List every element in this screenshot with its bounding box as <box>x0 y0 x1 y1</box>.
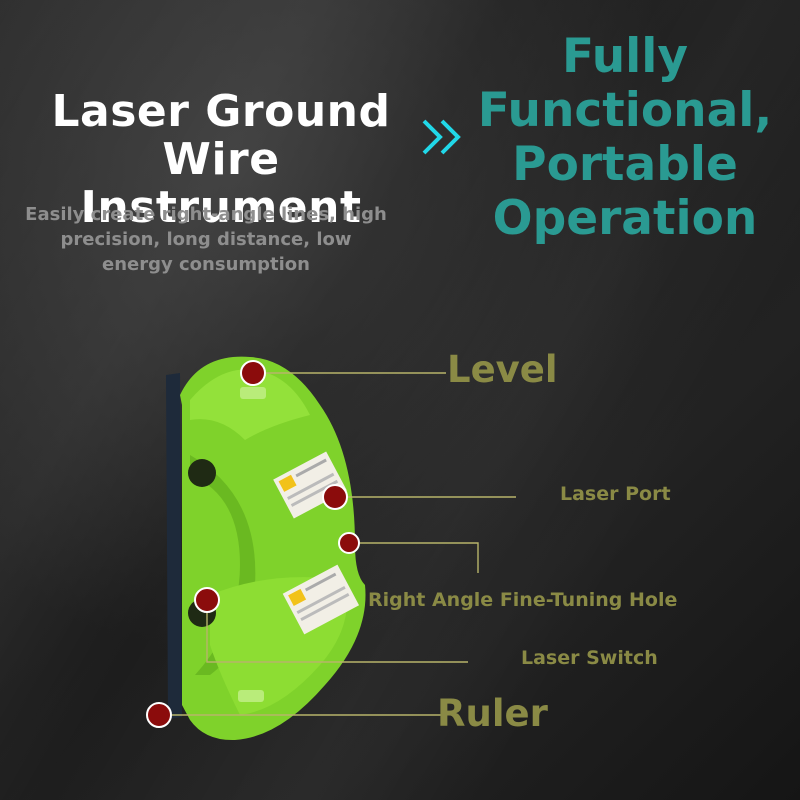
laser-instrument-device <box>166 356 366 741</box>
callout-level: Level <box>447 348 558 391</box>
product-title-line-1: Laser Ground <box>51 86 391 137</box>
callout-laser-port: Laser Port <box>560 483 671 505</box>
side-hole-bottom <box>188 599 216 627</box>
fine-tuning-hole <box>342 536 354 548</box>
product-description: Easily create right-angle lines, high pr… <box>10 202 402 277</box>
device-top-lobe <box>190 369 310 440</box>
level-window-bottom <box>238 690 264 702</box>
headline-line-2: Functional, <box>477 83 773 138</box>
side-hole-top <box>188 459 216 487</box>
product-title: Laser Ground Wire Instrument <box>16 88 426 232</box>
headline-line-1: Fully <box>561 29 689 84</box>
feature-headline: Fully Functional, Portable Operation <box>470 30 780 246</box>
description-line-1: Easily create right-angle lines, high <box>25 204 387 225</box>
headline-line-4: Operation <box>492 191 758 246</box>
description-line-2: precision, long distance, low <box>60 229 352 250</box>
description-line-3: energy consumption <box>102 254 310 275</box>
callout-fine-tuning-hole: Right Angle Fine-Tuning Hole <box>368 589 678 611</box>
callout-ruler: Ruler <box>437 692 548 735</box>
level-window-top <box>240 387 266 399</box>
ruler-edge <box>166 373 182 719</box>
headline-line-3: Portable <box>512 137 738 192</box>
product-title-line-2: Wire Instrument <box>80 134 362 233</box>
double-chevron-right-icon <box>422 119 461 155</box>
warning-sticker-top <box>273 451 347 519</box>
callout-laser-switch: Laser Switch <box>521 647 658 669</box>
